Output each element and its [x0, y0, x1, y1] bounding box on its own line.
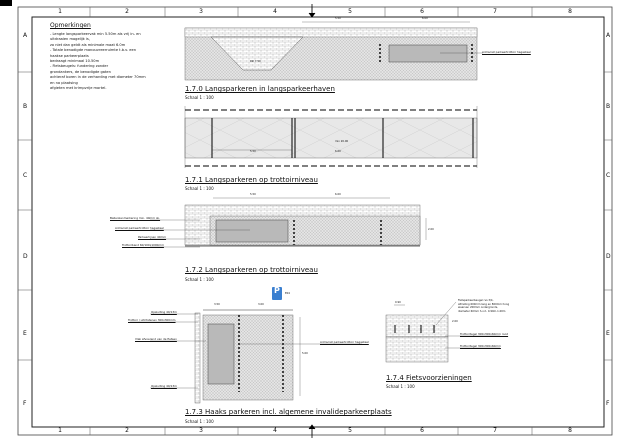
drawing-1-7-3	[130, 309, 362, 404]
remark-line: uitdraaien mogelijk is,	[50, 37, 90, 42]
sign-letter: P	[274, 286, 280, 295]
callout-label: Trottoirband 60/100x1000mm	[122, 243, 164, 247]
callout-label: Trottoirtegel 300x300x60mm rood	[460, 332, 509, 336]
dimension: min 20.00	[335, 140, 349, 143]
section-title: 1.7.2 Langsparkeren op trottoirniveau	[185, 266, 318, 274]
column-label: 3	[199, 8, 203, 15]
callout-label: Trottoir / uitritstenen 300x300mm	[128, 318, 176, 322]
section-scale: Schaal 1 : 100	[185, 186, 214, 191]
dimension: 3.50	[214, 303, 220, 306]
column-label: 3	[199, 427, 203, 434]
remark-line: - Fietsbeugels: fundering zonder	[50, 64, 109, 69]
remark-line: - Lengte langsparkeervak min 5.50m als v…	[50, 32, 141, 36]
callout-label: Antraciet parkeertrottoir hagasteel	[482, 50, 531, 54]
bike-rack-note: Fietsparkeerbeugel rvs 3/4, afmeting 600…	[458, 299, 509, 313]
section-scale: Schaal 1 : 100	[386, 384, 415, 389]
row-label: B	[606, 103, 611, 110]
remark-line: grondankers, de benodigde gaten	[50, 69, 111, 74]
callout-label: Parkeerlijnen 40mm	[138, 235, 167, 239]
row-label: C	[23, 172, 28, 179]
row-label: E	[23, 330, 27, 337]
dimension: 5.50	[335, 17, 341, 20]
section-scale: Schaal 1 : 100	[185, 419, 214, 424]
dimension: 5.00	[302, 352, 308, 355]
callout-label: Ballenkenmarkering min. 40mm ok.	[110, 216, 161, 220]
column-label: 8	[568, 427, 572, 434]
note-line: Fietsparkeerbeugel rvs 3/4,	[458, 299, 494, 302]
dimension: 0.90	[395, 301, 401, 304]
dimension: 5.50	[250, 193, 256, 196]
dimension: 5.50	[250, 150, 256, 153]
drawing-1-7-4	[385, 301, 500, 363]
row-label: F	[23, 400, 27, 407]
callout-label: Opsluiting 40/13m	[151, 384, 177, 388]
section-scale: Schaal 1 : 100	[185, 277, 214, 282]
row-label: F	[606, 400, 610, 407]
dimension: Rkl 7.50	[250, 60, 261, 63]
column-label: 7	[493, 427, 497, 434]
dimension: 2.00	[428, 228, 434, 231]
drawing-parking-bays	[184, 106, 478, 168]
dimension: 3.00	[258, 303, 264, 306]
column-label: 8	[568, 8, 572, 15]
remark-line: en na plaatsing	[50, 80, 78, 85]
section-title: 1.7.4 Fietsvoorzieningen	[386, 374, 472, 382]
note-line: afmeting 600mm lang en 800mm hoog	[458, 302, 510, 306]
section-title: 1.7.3 Haaks parkeren incl. algemene inva…	[185, 408, 392, 416]
drawing-1-7-1	[150, 197, 427, 248]
row-label: A	[23, 32, 28, 39]
note-line: waarvan 200mm ondergronds,	[458, 306, 498, 310]
remark-line: bedraagt minimaal 10.50m	[50, 59, 100, 64]
column-label: 4	[273, 427, 277, 434]
dimension: 6.00	[335, 150, 341, 153]
row-label: D	[23, 253, 28, 260]
remark-line: haakse parkeerplaats	[50, 53, 89, 58]
row-label: D	[606, 253, 611, 260]
column-label: 5	[348, 427, 352, 434]
outer-frame	[17, 6, 613, 436]
callout-label: Opsluiting 40/13m	[151, 310, 177, 314]
column-label: 5	[348, 8, 352, 15]
callout-label: Antraciet parkeertrottoir hagasteel	[115, 226, 164, 230]
column-label: 1	[58, 8, 62, 15]
row-label: E	[606, 330, 610, 337]
row-label: B	[23, 103, 28, 110]
drawing-1-7-0	[184, 21, 483, 81]
dimension: 6.00	[422, 17, 428, 20]
dimension: 2.00	[452, 320, 458, 323]
remark-line: - Totale benodigde manouvreerruimte t.b.…	[50, 48, 136, 53]
section-title: 1.7.0 Langsparkeren in langsparkeerhaven	[185, 85, 335, 93]
row-label: A	[606, 32, 611, 39]
remarks-title: Opmerkingen	[50, 22, 91, 29]
inner-frame	[31, 16, 605, 428]
section-scale: Schaal 1 : 100	[185, 95, 214, 100]
callout-label: Antraciet parkeertrottoir hagasteel	[320, 340, 369, 344]
column-label: 4	[273, 8, 277, 15]
column-label: 2	[125, 427, 129, 434]
row-label: C	[606, 172, 611, 179]
disabled-parking-sign-icon	[272, 287, 282, 300]
remark-line: zo niet dan geldt als minimale maat 6.0m	[50, 42, 126, 47]
column-label: 1	[58, 427, 62, 434]
remark-line: achteraf boren in de verharding met diam…	[50, 75, 146, 80]
remark-line: afgieten met krimpvrije mortel.	[50, 86, 107, 91]
section-title: 1.7.1 Langsparkeren op trottoirniveau	[185, 176, 318, 184]
column-label: 2	[125, 8, 129, 15]
callout-label: Vlak afvoerend van de fietsen	[135, 337, 177, 341]
dimension: 6.00	[335, 193, 341, 196]
sign-code: E04	[285, 292, 290, 295]
column-label: 6	[420, 427, 424, 434]
remarks-list: - Lengte langsparkeervak min 5.50m als v…	[50, 32, 146, 91]
note-line: diameter 60mm h.o.h. 0.90m-1.00m	[458, 309, 506, 313]
callout-label: Trottoirtegel 300x300x60mm	[460, 344, 501, 348]
column-label: 7	[493, 8, 497, 15]
column-label: 6	[420, 8, 424, 15]
